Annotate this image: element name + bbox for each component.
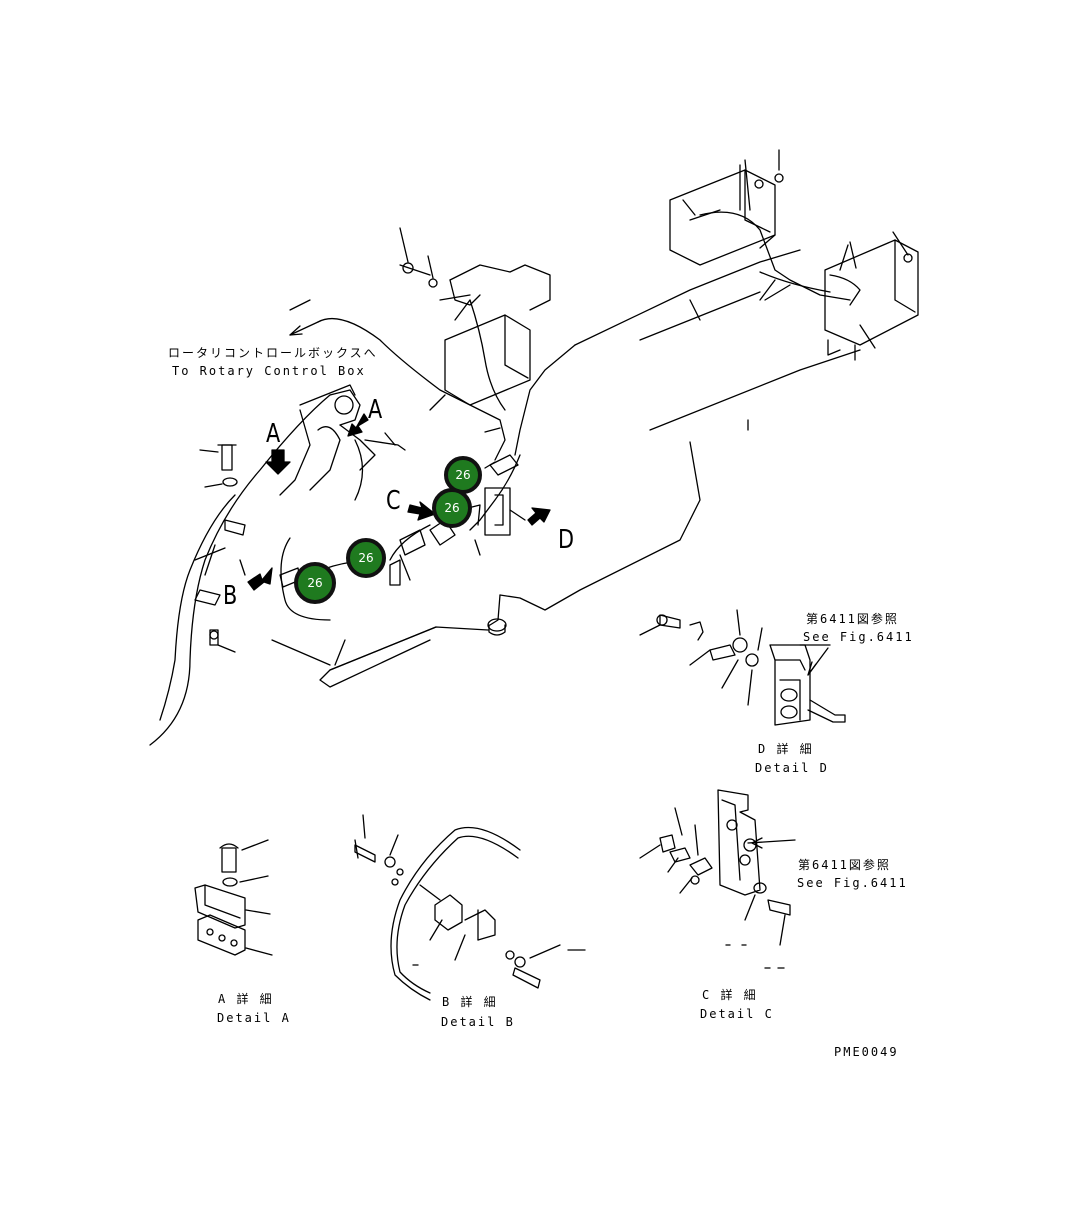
- view-arrows: [247, 413, 551, 591]
- rotary-box-label-jp: ロータリコントロールボックスへ: [168, 346, 378, 360]
- detail-d-title-jp: D 詳 細: [758, 742, 814, 756]
- detail-c-drawing: [639, 789, 796, 969]
- view-letter-a-upper: A: [266, 419, 281, 449]
- part-callout-26[interactable]: 26: [294, 562, 336, 604]
- detail-c-title-jp: C 詳 細: [702, 988, 758, 1002]
- arrow-c-icon: [407, 501, 436, 521]
- rotary-box-label-en: To Rotary Control Box: [172, 364, 366, 378]
- part-callout-26[interactable]: 26: [346, 538, 386, 578]
- detail-c-title-en: Detail C: [700, 1007, 774, 1021]
- drawing-code: PME0049: [834, 1045, 899, 1059]
- right-bracket: [669, 149, 919, 361]
- view-letter-d: D: [558, 525, 575, 555]
- detail-a-drawing: [194, 839, 273, 956]
- see-fig-label-en-d: See Fig.6411: [803, 630, 914, 644]
- detail-a-title-en: Detail A: [217, 1011, 291, 1025]
- detail-d-drawing: [639, 609, 846, 726]
- part-callout-number: 26: [444, 501, 460, 515]
- view-letter-c: C: [386, 486, 401, 516]
- left-parts: [194, 444, 246, 653]
- arrow-b-icon: [247, 567, 273, 591]
- arrow-a-left-icon: [347, 413, 369, 437]
- detail-b-title-en: Detail B: [441, 1015, 515, 1029]
- control-box: [399, 227, 551, 406]
- detail-d-title-en: Detail D: [755, 761, 829, 775]
- view-letter-b: B: [223, 581, 238, 611]
- detail-b-title-jp: B 詳 細: [442, 995, 498, 1009]
- harness-wires: [309, 209, 861, 576]
- part-callout-number: 26: [358, 551, 374, 565]
- see-fig-label-jp-c: 第6411図参照: [798, 858, 891, 872]
- rotary-arrow: [289, 321, 319, 336]
- detail-b-drawing: [354, 814, 586, 1001]
- arrow-d-icon: [527, 507, 551, 526]
- boom-arm: [149, 384, 406, 746]
- main-frame: [271, 249, 861, 688]
- detail-a-title-jp: A 詳 細: [218, 992, 274, 1006]
- see-fig-label-jp-d: 第6411図参照: [806, 612, 899, 626]
- arrow-a-down-icon: [265, 449, 291, 475]
- part-callout-number: 26: [307, 576, 323, 590]
- part-callout-number: 26: [455, 468, 471, 482]
- view-letter-a-left: A: [368, 395, 383, 425]
- part-callout-26[interactable]: 26: [432, 488, 472, 528]
- center-parts: [279, 454, 526, 588]
- see-fig-label-en-c: See Fig.6411: [797, 876, 908, 890]
- leader-lines: [289, 159, 876, 556]
